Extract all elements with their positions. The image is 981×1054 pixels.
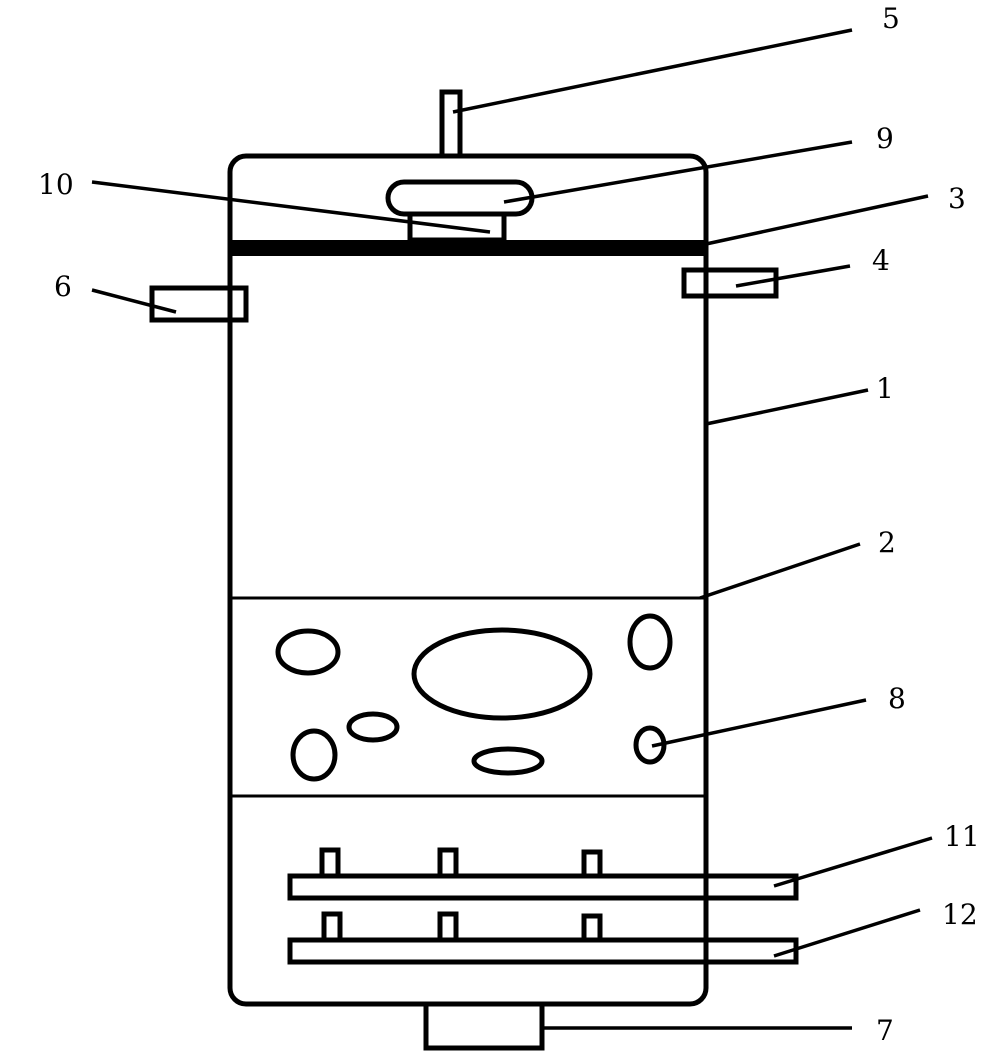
label-4: 4 (872, 244, 890, 277)
nozzle (321, 911, 343, 943)
nozzle (581, 913, 603, 943)
label-2: 2 (878, 526, 896, 559)
leader-12 (773, 908, 921, 958)
leader-10 (91, 180, 491, 234)
pipe-11 (287, 873, 799, 901)
label-6: 6 (54, 270, 72, 303)
leader-lines (91, 28, 933, 1030)
nozzle (437, 847, 459, 879)
block-10 (407, 211, 507, 243)
label-7: 7 (876, 1014, 894, 1047)
capsule-9 (385, 179, 535, 217)
side-port-right (681, 267, 779, 299)
leader-3 (705, 194, 929, 246)
distributor-12 (287, 911, 799, 965)
particle (290, 728, 338, 782)
bottom-outlet (423, 1001, 545, 1051)
label-8: 8 (888, 682, 906, 715)
particle (627, 613, 673, 671)
label-12: 12 (942, 898, 978, 931)
label-5: 5 (882, 2, 900, 35)
top-pipe (439, 89, 463, 159)
leader-2 (699, 542, 861, 600)
leader-8 (651, 698, 867, 748)
leader-9 (503, 140, 853, 204)
label-3: 3 (948, 182, 966, 215)
leader-6 (91, 288, 177, 314)
nozzle (319, 847, 341, 879)
top-plate (230, 240, 706, 256)
leader-1 (705, 388, 869, 426)
particle (346, 711, 400, 743)
particle (411, 627, 593, 721)
nozzle (581, 849, 603, 879)
label-1: 1 (876, 372, 894, 405)
distributor-11 (287, 847, 799, 901)
leader-11 (773, 836, 933, 888)
leader-5 (452, 28, 853, 114)
particle-group (275, 613, 673, 782)
label-11: 11 (944, 820, 980, 853)
number-labels: 5 9 10 3 4 6 1 2 8 11 12 7 (38, 2, 980, 1047)
particle (275, 628, 341, 676)
pipe-12 (287, 937, 799, 965)
label-10: 10 (38, 168, 74, 201)
label-9: 9 (876, 122, 894, 155)
leader-4 (735, 264, 851, 288)
particle (471, 746, 545, 776)
nozzle (437, 911, 459, 943)
